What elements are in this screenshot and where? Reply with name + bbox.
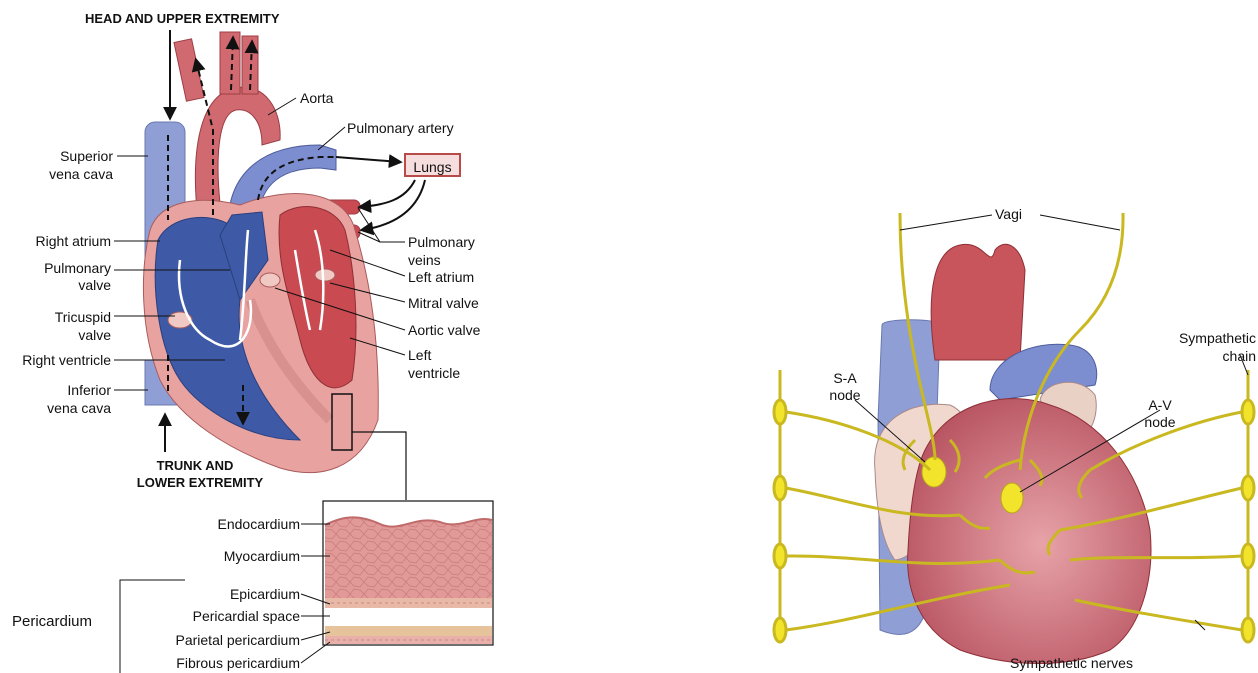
- trunk-label-1: TRUNK AND: [120, 458, 270, 474]
- tricuspid-valve-label-1: Tricuspid: [0, 309, 111, 325]
- vagi-label: Vagi: [995, 206, 1022, 222]
- superior-vena-cava-label-2: vena cava: [10, 166, 113, 182]
- pulmonary-veins-label-1: Pulmonary: [408, 234, 475, 250]
- aorta-label: Aorta: [300, 90, 333, 106]
- sympathetic-nerves-label: Sympathetic nerves: [1010, 655, 1133, 671]
- sympathetic-chain-label-1: Sympathetic: [1150, 330, 1256, 346]
- tricuspid-valve-label-2: valve: [0, 327, 111, 343]
- av-node-label-2: node: [1135, 414, 1185, 430]
- left-ventricle-label-2: ventricle: [408, 365, 460, 381]
- mitral-valve-label: Mitral valve: [408, 295, 479, 311]
- parietal-pericardium-label: Parietal pericardium: [110, 632, 300, 648]
- pulmonary-valve-label-1: Pulmonary: [0, 260, 111, 276]
- epicardium-label: Epicardium: [150, 586, 300, 602]
- heart-innervation: [774, 213, 1254, 664]
- sympathetic-chain-label-2: chain: [1150, 348, 1256, 364]
- pericardial-space-label: Pericardial space: [130, 608, 300, 624]
- av-node: [1001, 483, 1023, 513]
- left-atrium-label: Left atrium: [408, 269, 474, 285]
- right-atrium-label: Right atrium: [0, 233, 111, 249]
- left-ventricle-label-1: Left: [408, 347, 431, 363]
- lungs-box: Lungs: [404, 153, 461, 177]
- superior-vena-cava-label-1: Superior: [10, 148, 113, 164]
- head-upper-extremity-label: HEAD AND UPPER EXTREMITY: [85, 11, 280, 27]
- pulmonary-valve-label-2: valve: [0, 277, 111, 293]
- heart-cross-section: [114, 30, 425, 500]
- pulmonary-veins-label-2: veins: [408, 252, 441, 268]
- pericardium-label: Pericardium: [12, 614, 92, 630]
- inferior-vena-cava-label-2: vena cava: [0, 400, 111, 416]
- trunk-label-2: LOWER EXTREMITY: [110, 475, 290, 491]
- sa-node: [922, 457, 946, 487]
- right-ventricle-label: Right ventricle: [0, 352, 111, 368]
- av-node-label-1: A-V: [1140, 397, 1180, 413]
- sa-node-label-2: node: [820, 387, 870, 403]
- aortic-valve-label: Aortic valve: [408, 322, 480, 338]
- sa-node-label-1: S-A: [825, 370, 865, 386]
- endocardium-label: Endocardium: [150, 516, 300, 532]
- fibrous-pericardium-label: Fibrous pericardium: [110, 655, 300, 671]
- inferior-vena-cava-label-1: Inferior: [0, 382, 111, 398]
- pulmonary-artery-label: Pulmonary artery: [347, 120, 454, 136]
- myocardium-label: Myocardium: [150, 548, 300, 564]
